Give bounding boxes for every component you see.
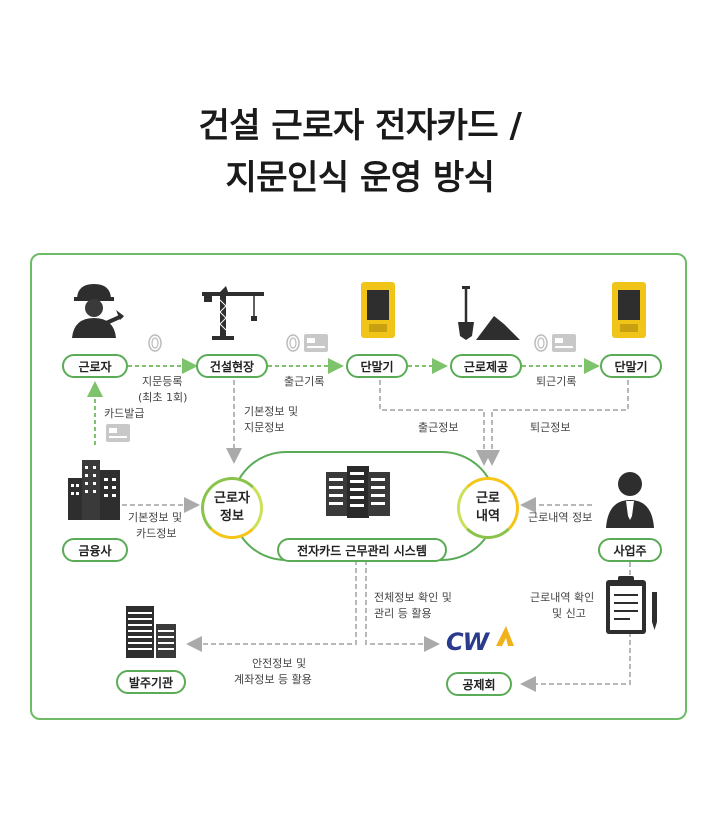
shovel-icon xyxy=(458,286,520,340)
fingerprint-icon xyxy=(534,334,548,352)
node-client: 발주기관 xyxy=(116,670,186,694)
employer-icon xyxy=(606,472,654,528)
work-history-label: 근로 내역 xyxy=(476,491,500,524)
arrow-employer-mutual xyxy=(520,632,631,692)
label-fingerprint-reg: 지문등록 xyxy=(142,375,183,388)
label-checkin-info: 출근정보 xyxy=(418,421,459,434)
server-icon xyxy=(326,466,390,518)
label-safety-2: 계좌정보 등 활용 xyxy=(234,673,312,686)
label-basic-card-1: 기본정보 및 xyxy=(128,511,183,524)
arrow-system-client xyxy=(186,560,357,652)
node-site: 건설현장 xyxy=(196,354,268,378)
title-line-1: 건설 근로자 전자카드 / xyxy=(198,106,522,146)
node-employer: 사업주 xyxy=(598,538,662,562)
node-terminal-1: 단말기 xyxy=(346,354,408,378)
worker-info-label: 근로자 정보 xyxy=(214,491,250,524)
title-line-2: 지문인식 운영 방식 xyxy=(225,158,495,198)
clipboard-icon xyxy=(606,576,657,634)
card-icon xyxy=(552,334,576,352)
label-report-2: 및 신고 xyxy=(552,607,586,620)
arrow-system-mutual xyxy=(365,560,440,652)
label-checkout-record: 퇴근기록 xyxy=(536,375,577,388)
diagram-frame xyxy=(30,253,687,720)
label-basic-fp-1: 기본정보 및 xyxy=(244,405,299,418)
label-safety-1: 안전정보 및 xyxy=(252,657,307,670)
label-card-issue: 카드발급 xyxy=(104,407,145,420)
office-tower-icon xyxy=(126,606,176,658)
system-label: 전자카드 근무관리 시스템 xyxy=(277,538,447,562)
work-history-circle: 근로 내역 xyxy=(457,477,519,539)
node-mutual: 공제회 xyxy=(446,672,512,696)
worker-icon xyxy=(72,284,124,338)
label-basic-fp-2: 지문정보 xyxy=(244,421,285,434)
label-report-1: 근로내역 확인 xyxy=(530,591,595,604)
crane-icon xyxy=(202,286,264,340)
terminal-icon xyxy=(361,282,395,338)
card-icon xyxy=(106,424,130,442)
cw-logo-text: CW xyxy=(446,628,489,656)
fingerprint-icon xyxy=(286,334,300,352)
node-labor-offer: 근로제공 xyxy=(450,354,522,378)
arrow-terminal2-history xyxy=(484,380,629,466)
worker-info-circle: 근로자 정보 xyxy=(201,477,263,539)
label-checkout-info: 퇴근정보 xyxy=(530,421,571,434)
node-worker: 근로자 xyxy=(62,354,128,378)
label-overall-2: 관리 등 활용 xyxy=(374,607,432,620)
cw-logo: CW xyxy=(446,628,489,656)
arrow-terminal-history xyxy=(379,380,492,466)
terminal-icon xyxy=(612,282,646,338)
building-icon xyxy=(68,460,120,520)
fingerprint-icon xyxy=(148,334,162,352)
label-work-history-info: 근로내역 정보 xyxy=(528,511,593,524)
label-basic-card-2: 카드정보 xyxy=(136,527,177,540)
label-overall-1: 전체정보 확인 및 xyxy=(374,591,452,604)
node-terminal-2: 단말기 xyxy=(600,354,662,378)
label-checkin-record: 출근기록 xyxy=(284,375,325,388)
card-icon xyxy=(304,334,328,352)
node-finance: 금융사 xyxy=(62,538,128,562)
logo-accent-icon xyxy=(496,626,514,646)
label-first-once: (최초 1회) xyxy=(138,391,188,404)
